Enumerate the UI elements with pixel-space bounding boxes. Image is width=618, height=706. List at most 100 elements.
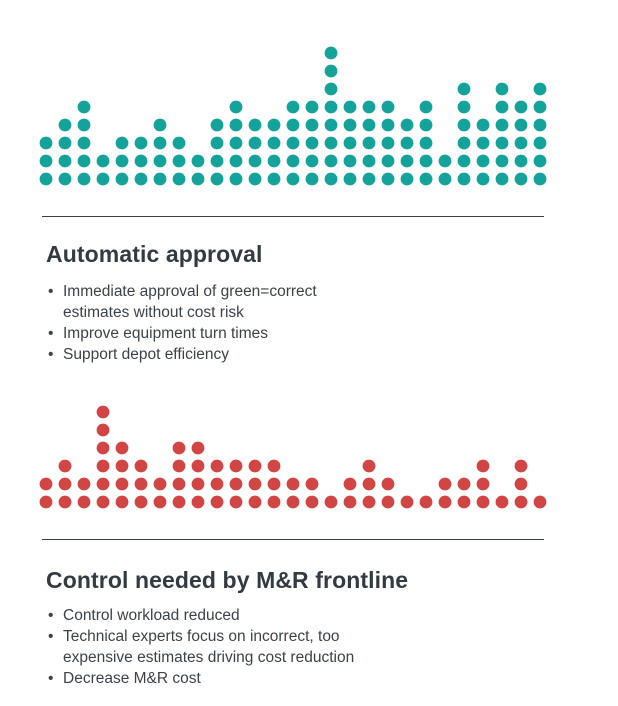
red-dot-chart: [39, 405, 547, 509]
dot-column: [343, 100, 357, 186]
data-dot: [96, 423, 110, 437]
data-dot: [267, 459, 281, 473]
dot-column: [115, 441, 129, 509]
data-dot: [39, 495, 53, 509]
data-dot: [495, 118, 509, 132]
dot-column: [476, 459, 490, 509]
section-divider: [42, 539, 544, 540]
data-dot: [324, 100, 338, 114]
data-dot: [210, 172, 224, 186]
data-dot: [362, 154, 376, 168]
data-dot: [58, 154, 72, 168]
dot-column: [191, 154, 205, 186]
data-dot: [77, 477, 91, 491]
data-dot: [419, 118, 433, 132]
data-dot: [400, 118, 414, 132]
data-dot: [419, 100, 433, 114]
data-dot: [476, 459, 490, 473]
dot-column: [324, 495, 338, 509]
data-dot: [191, 459, 205, 473]
dot-column: [115, 136, 129, 186]
data-dot: [210, 118, 224, 132]
bullet-list: Immediate approval of green=correct esti…: [46, 281, 317, 365]
data-dot: [286, 154, 300, 168]
data-dot: [362, 136, 376, 150]
dot-column: [457, 82, 471, 186]
data-dot: [134, 495, 148, 509]
dot-column: [514, 459, 528, 509]
dot-column: [400, 118, 414, 186]
dot-column: [248, 118, 262, 186]
data-dot: [172, 172, 186, 186]
data-dot: [58, 172, 72, 186]
dot-column: [381, 477, 395, 509]
data-dot: [476, 477, 490, 491]
dot-column: [286, 100, 300, 186]
data-dot: [495, 495, 509, 509]
dot-column: [96, 405, 110, 509]
data-dot: [153, 495, 167, 509]
data-dot: [381, 495, 395, 509]
data-dot: [191, 477, 205, 491]
data-dot: [343, 172, 357, 186]
data-dot: [134, 172, 148, 186]
data-dot: [286, 172, 300, 186]
data-dot: [362, 459, 376, 473]
data-dot: [172, 136, 186, 150]
data-dot: [39, 477, 53, 491]
dot-column: [39, 477, 53, 509]
data-dot: [533, 100, 547, 114]
data-dot: [533, 172, 547, 186]
data-dot: [115, 136, 129, 150]
dot-column: [343, 477, 357, 509]
data-dot: [457, 100, 471, 114]
data-dot: [172, 495, 186, 509]
data-dot: [286, 118, 300, 132]
data-dot: [495, 172, 509, 186]
data-dot: [324, 118, 338, 132]
data-dot: [343, 136, 357, 150]
data-dot: [324, 154, 338, 168]
data-dot: [343, 154, 357, 168]
data-dot: [438, 477, 452, 491]
data-dot: [77, 172, 91, 186]
data-dot: [362, 100, 376, 114]
data-dot: [77, 118, 91, 132]
data-dot: [115, 441, 129, 455]
data-dot: [191, 441, 205, 455]
data-dot: [153, 136, 167, 150]
data-dot: [381, 100, 395, 114]
bullet-text: Support depot efficiency: [63, 346, 230, 363]
data-dot: [381, 477, 395, 491]
dot-column: [400, 495, 414, 509]
data-dot: [305, 495, 319, 509]
data-dot: [476, 154, 490, 168]
data-dot: [514, 172, 528, 186]
data-dot: [172, 477, 186, 491]
data-dot: [400, 495, 414, 509]
dot-column: [362, 100, 376, 186]
data-dot: [305, 100, 319, 114]
dot-column: [191, 441, 205, 509]
data-dot: [134, 459, 148, 473]
data-dot: [286, 136, 300, 150]
data-dot: [514, 495, 528, 509]
data-dot: [134, 477, 148, 491]
data-dot: [153, 477, 167, 491]
green-dot-chart: [39, 46, 547, 186]
data-dot: [514, 100, 528, 114]
data-dot: [286, 100, 300, 114]
data-dot: [495, 136, 509, 150]
data-dot: [438, 495, 452, 509]
data-dot: [77, 495, 91, 509]
dot-column: [533, 495, 547, 509]
data-dot: [248, 495, 262, 509]
data-dot: [115, 495, 129, 509]
data-dot: [305, 118, 319, 132]
section-divider: [42, 216, 544, 217]
data-dot: [514, 459, 528, 473]
data-dot: [58, 477, 72, 491]
data-dot: [39, 172, 53, 186]
bullet-item: Control workload reduced: [46, 605, 354, 626]
